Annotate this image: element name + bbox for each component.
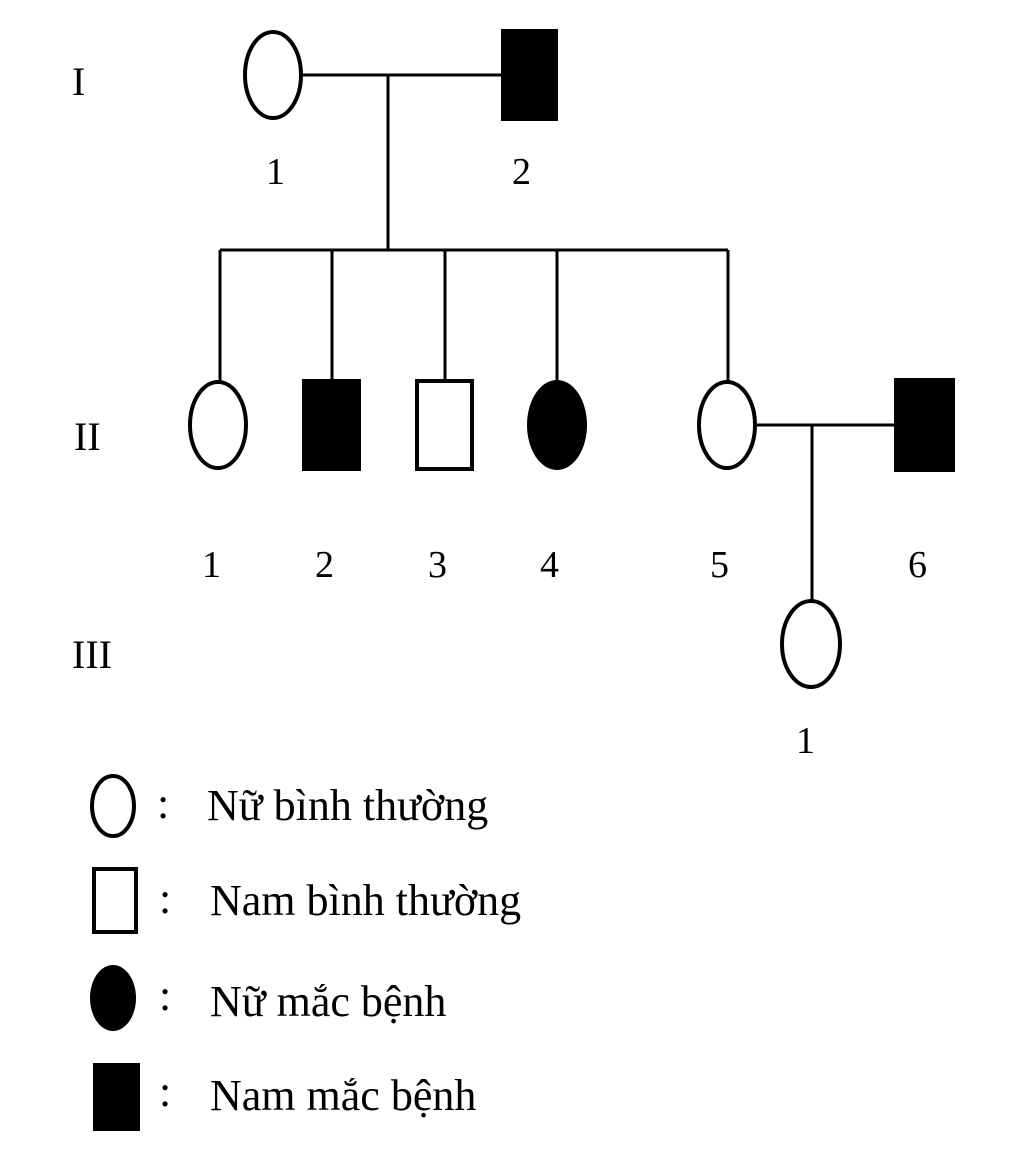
- individual-II5: 5: [697, 380, 757, 586]
- pedigree-lines: [218, 73, 896, 600]
- legend: : Nữ bình thường : Nam bình thường : Nữ …: [90, 774, 521, 1131]
- individual-number: 1: [796, 720, 815, 762]
- individual-number: 5: [710, 544, 729, 586]
- legend-separator: :: [157, 779, 169, 828]
- generation-label-III: III: [72, 632, 112, 677]
- individual-number: 2: [315, 544, 334, 586]
- legend-item-normal-female: : Nữ bình thường: [90, 774, 488, 838]
- filled-circle-icon: [90, 965, 136, 1031]
- legend-label: Nam bình thường: [210, 876, 521, 925]
- individual-III1: 1: [780, 599, 842, 762]
- male-affected-symbol: [501, 29, 558, 121]
- female-normal-symbol: [697, 380, 757, 470]
- individual-number: 6: [908, 544, 927, 586]
- legend-item-normal-male: : Nam bình thường: [92, 867, 521, 934]
- male-normal-symbol: [415, 379, 474, 471]
- legend-separator: :: [159, 1067, 171, 1116]
- female-affected-symbol: [527, 380, 587, 470]
- female-normal-symbol: [780, 599, 842, 689]
- individual-II4: 4: [527, 380, 587, 586]
- legend-label: Nữ bình thường: [207, 781, 488, 830]
- individual-II1: 1: [188, 380, 248, 586]
- individual-number: 3: [428, 544, 447, 586]
- open-circle-icon: [90, 774, 136, 838]
- female-normal-symbol: [243, 30, 303, 120]
- open-square-icon: [92, 867, 138, 934]
- filled-square-icon: [93, 1063, 140, 1131]
- individual-number: 1: [202, 544, 221, 586]
- individual-II6: 6: [894, 378, 955, 586]
- legend-item-affected-male: : Nam mắc bệnh: [93, 1063, 476, 1131]
- individual-number: 1: [266, 151, 285, 193]
- individual-II2: 2: [302, 379, 361, 586]
- male-affected-symbol: [302, 379, 361, 471]
- female-normal-symbol: [188, 380, 248, 470]
- legend-label: Nam mắc bệnh: [210, 1071, 476, 1120]
- generation-label-I: I: [72, 59, 85, 104]
- generation-label-II: II: [74, 414, 101, 459]
- legend-separator: :: [159, 874, 171, 923]
- individual-I1: 1: [243, 30, 303, 193]
- individual-number: 4: [540, 544, 559, 586]
- legend-separator: :: [159, 971, 171, 1020]
- individual-number: 2: [512, 151, 531, 193]
- individual-II3: 3: [415, 379, 474, 586]
- legend-label: Nữ mắc bệnh: [210, 977, 446, 1026]
- individual-I2: 2: [501, 29, 558, 193]
- male-affected-symbol: [894, 378, 955, 472]
- legend-item-affected-female: : Nữ mắc bệnh: [90, 965, 446, 1031]
